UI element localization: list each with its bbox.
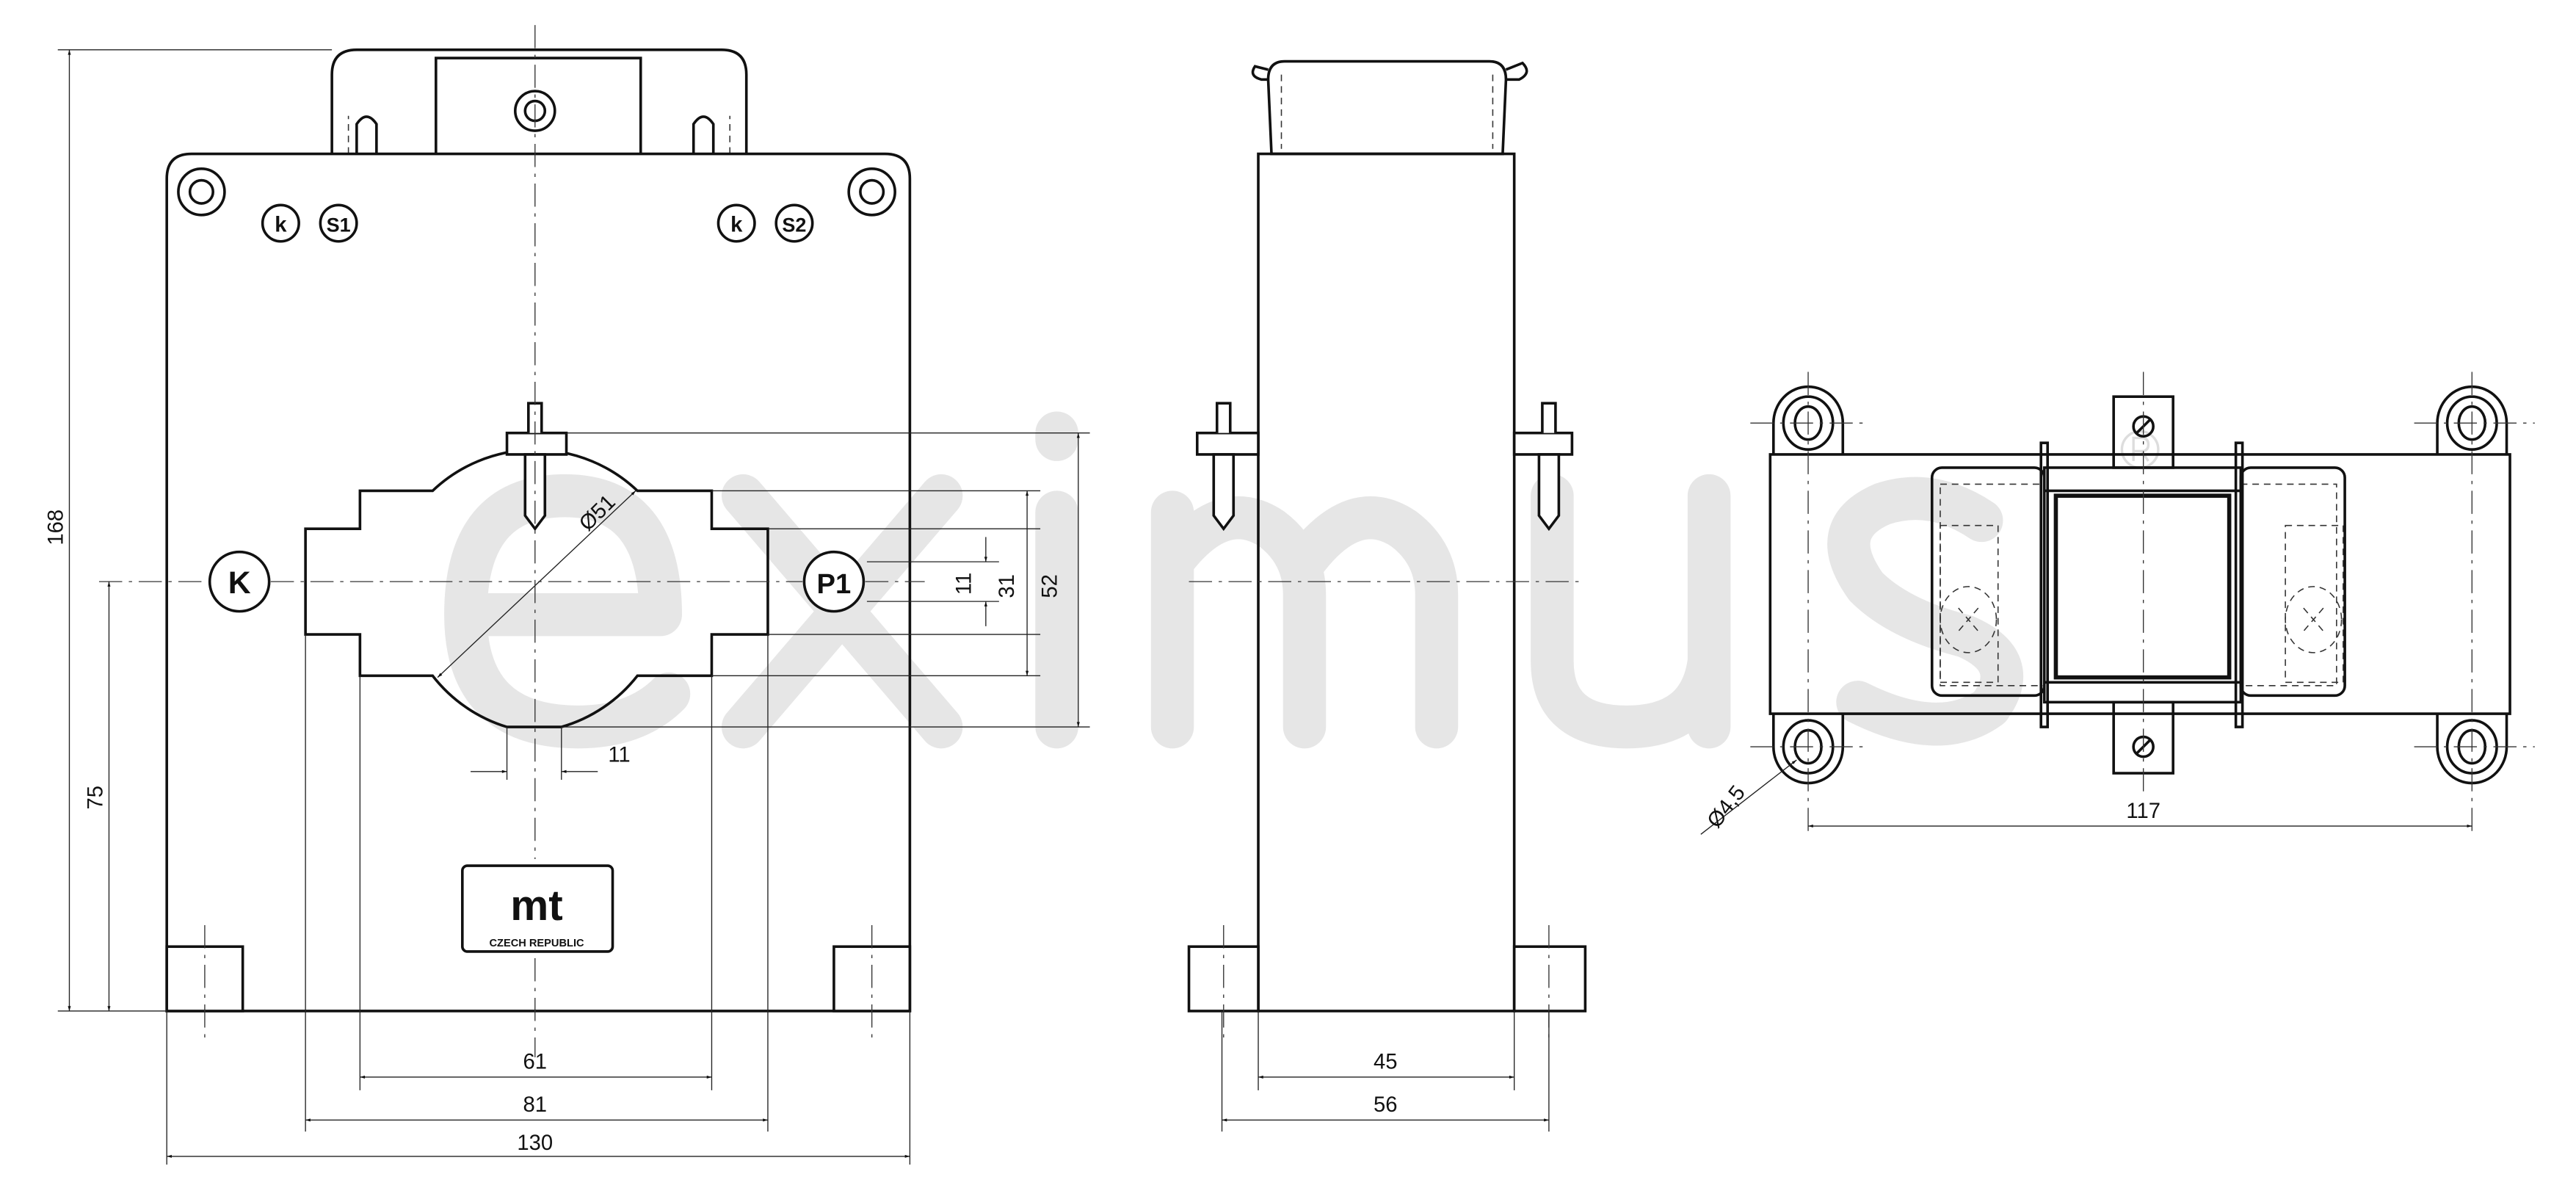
dim-slot-height: 11 (953, 573, 976, 595)
top-body (1768, 453, 2511, 715)
watermark-letter-u (1531, 474, 1731, 749)
primary-p1-label: P1 (817, 568, 852, 600)
front-dimensions: 168 75 61 81 130 11 11 31 52 (44, 49, 1090, 1165)
dim-axis-height: 75 (84, 786, 107, 810)
terminal-s1: S1 (327, 214, 351, 236)
primary-k-label: K (228, 565, 251, 601)
logo-plate (461, 864, 614, 953)
dim-height: 168 (44, 510, 68, 546)
side-view: 45 56 (1187, 59, 1587, 1132)
front-view: k S1 k S2 Ø51 K P1 mt CZECH REPUBLIC (44, 25, 1090, 1165)
dim-slot: 11 (608, 743, 630, 767)
terminal-s2: S2 (782, 214, 806, 236)
dim-width: 130 (517, 1131, 553, 1155)
terminal-k-right: k (730, 213, 743, 236)
side-body (1257, 152, 1516, 1013)
dim-bar-height: 31 (995, 574, 1019, 598)
dim-window-outer: 81 (523, 1093, 548, 1117)
dim-hole-spacing: 117 (2126, 800, 2160, 823)
dim-depth-outer: 56 (1374, 1093, 1398, 1117)
dim-window-height: 52 (1039, 574, 1062, 598)
watermark-letter-s (1827, 477, 2023, 746)
side-cap (1266, 59, 1508, 156)
watermark-letter-m (1150, 490, 1459, 749)
watermark (444, 411, 2160, 749)
bracket-inner (435, 57, 642, 154)
logo-mark: mt (510, 882, 562, 930)
housing-body (165, 152, 912, 1013)
watermark-letter-e (444, 474, 691, 749)
dim-hole-diameter: Ø4,5 (1703, 781, 1750, 833)
dim-window-inner: 61 (523, 1051, 548, 1074)
logo-country: CZECH REPUBLIC (490, 938, 585, 949)
dim-depth-inner: 45 (1374, 1051, 1398, 1074)
top-view: Ø4,5 117 (1700, 372, 2535, 835)
terminal-k-left: k (275, 213, 287, 236)
terminal-labels: k S1 k S2 (261, 203, 814, 243)
